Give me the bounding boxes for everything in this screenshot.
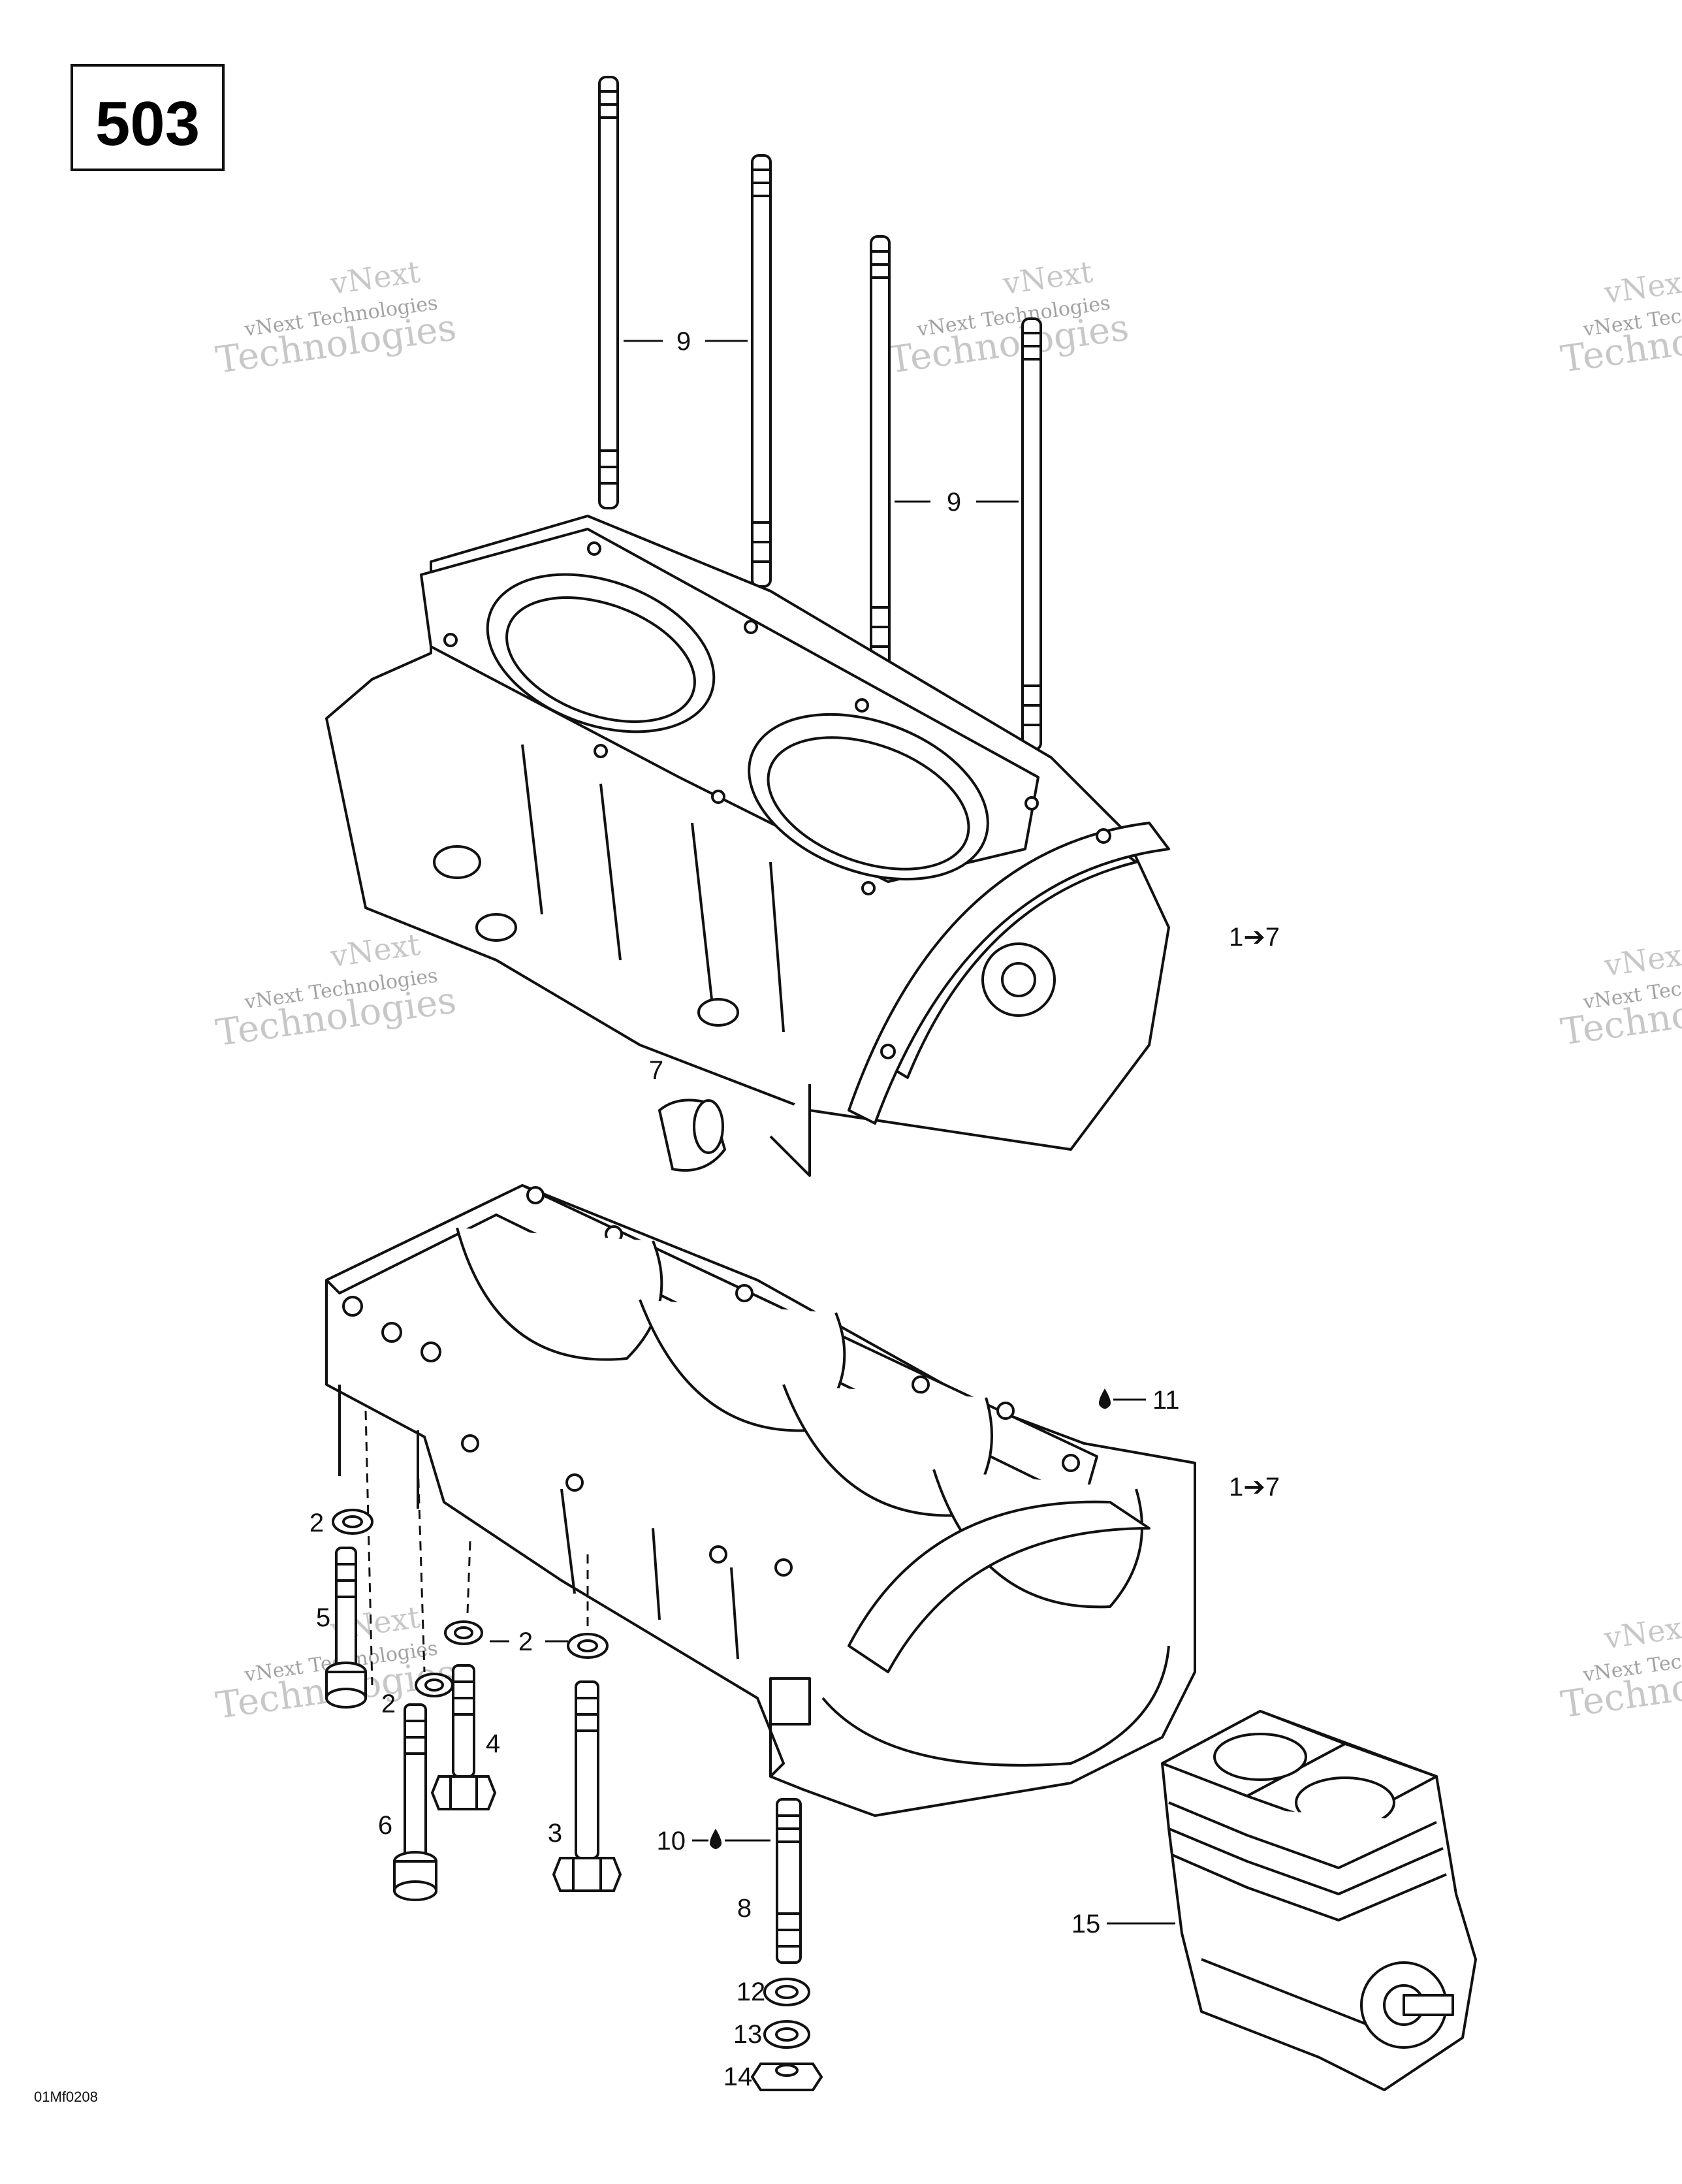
stud-9c [870,235,891,669]
callout-14: 14 [723,2063,753,2091]
callout-2-b: 2 [518,1628,533,1656]
callout-6: 6 [378,1811,392,1840]
callout-12: 12 [737,1978,766,2006]
upper-crankcase [325,515,1170,1177]
sealant-icons [710,1389,1111,1849]
bolts [325,1547,823,2091]
washer-12 [763,1978,810,2006]
callout-7: 7 [649,1056,663,1085]
callout-9-lower: 9 [947,488,961,517]
stud-9d [1021,317,1042,751]
bolt-5 [325,1547,367,1709]
leader-lines [490,340,1175,1925]
stud-8 [776,1798,802,1964]
watermark-partial-line1: vNext [1602,936,1682,984]
watermark-line1: vNext [328,927,423,974]
callout-13: 13 [733,2020,763,2049]
callout-2-c: 2 [381,1690,396,1718]
callout-10: 10 [657,1827,686,1855]
lower-crankcase [325,1184,1196,1817]
watermark-partial-line1: vNext [1602,1609,1682,1656]
washer-2b [444,1620,483,1645]
drawing-code: 01Mf0208 [34,2089,98,2105]
callout-5: 5 [316,1603,330,1632]
alignment-lines [364,1410,589,1686]
section-number-box: 503 [71,64,225,171]
stud-9a [598,76,619,509]
callout-9-upper: 9 [676,327,691,356]
callout-1-7-upper: 1➔7 [1229,923,1280,952]
bolt-3 [552,1680,622,1892]
section-number: 503 [95,89,200,159]
washer-2a [332,1509,373,1535]
long-studs [598,76,1042,751]
bolt-6 [393,1703,437,1901]
stud-9b [751,154,772,588]
callout-8: 8 [737,1894,752,1923]
callout-4: 4 [486,1729,500,1758]
part-7-seal [658,1099,727,1172]
washer-2d [415,1673,454,1697]
watermark-line1: vNext [328,254,423,302]
callout-11: 11 [1152,1386,1180,1415]
nut-14 [750,2063,823,2091]
watermark-partial-line1: vNext [1602,263,1682,311]
callout-15: 15 [1071,1910,1101,1938]
washer-2c [567,1633,609,1659]
watermark-line1: vNext [1000,254,1096,302]
callout-3: 3 [548,1819,562,1848]
bolt-4 [430,1664,497,1810]
washers [332,1509,810,2049]
droplet-icon [710,1829,722,1849]
engine-assembly [1161,1710,1477,2091]
callout-2-a: 2 [309,1509,324,1537]
droplet-icon [1099,1389,1111,1409]
washer-13 [763,2020,810,2049]
callout-1-7-lower: 1➔7 [1229,1473,1280,1502]
callout-labels: 9 9 1➔7 7 11 1➔7 2 5 2 2 4 6 3 10 8 12 1… [309,327,1280,2091]
